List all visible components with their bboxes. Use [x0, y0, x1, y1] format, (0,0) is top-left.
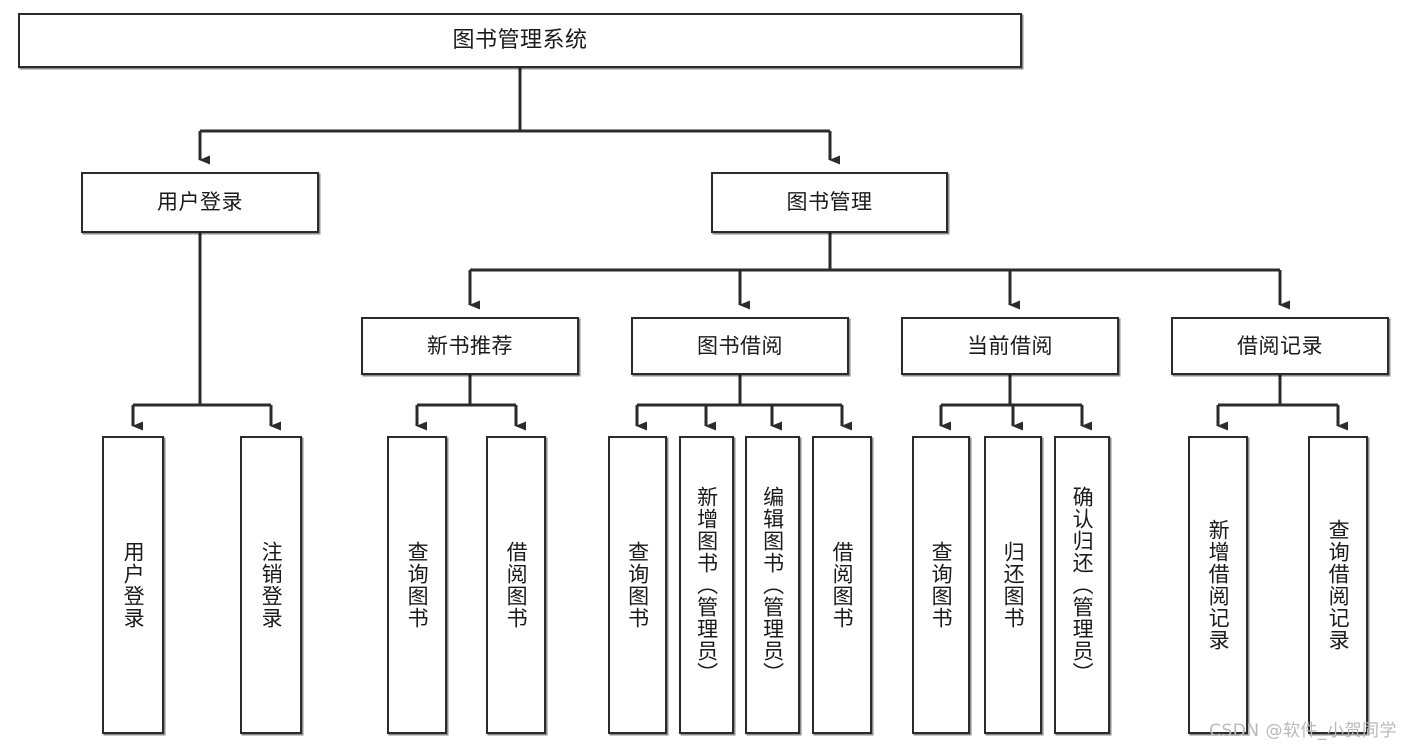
node-new-book-recommend[interactable]: 新书推荐 — [361, 317, 579, 375]
node-leaf-query-book-c[interactable]: 查询图书 — [912, 436, 970, 734]
node-leaf-query-record[interactable]: 查询借阅记录 — [1308, 436, 1368, 734]
node-leaf-query-book-a[interactable]: 查询图书 — [387, 436, 447, 734]
node-leaf-logout-login[interactable]: 注销登录 — [240, 436, 302, 734]
node-leaf-logout-login-label: 注销登录 — [259, 541, 284, 629]
node-leaf-borrow-book-a-label: 借阅图书 — [504, 541, 529, 629]
node-root[interactable]: 图书管理系统 — [18, 13, 1022, 68]
node-leaf-query-book-b[interactable]: 查询图书 — [608, 436, 667, 734]
node-book-manage[interactable]: 图书管理 — [711, 172, 948, 233]
node-user-login-label: 用户登录 — [157, 190, 243, 215]
node-borrow-record-label: 借阅记录 — [1237, 333, 1323, 358]
node-leaf-borrow-book-b-label: 借阅图书 — [830, 541, 855, 629]
node-leaf-add-record[interactable]: 新增借阅记录 — [1188, 436, 1248, 734]
node-current-borrow[interactable]: 当前借阅 — [901, 317, 1119, 375]
node-book-borrow-label: 图书借阅 — [697, 333, 783, 358]
node-leaf-return-book[interactable]: 归还图书 — [984, 436, 1042, 734]
node-leaf-query-book-a-label: 查询图书 — [405, 541, 430, 629]
node-leaf-query-book-b-label: 查询图书 — [625, 541, 650, 629]
node-leaf-query-book-c-label: 查询图书 — [929, 541, 954, 629]
node-leaf-return-book-label: 归还图书 — [1001, 541, 1026, 629]
node-leaf-confirm-return-label: 确认归还（管理员） — [1070, 486, 1095, 684]
node-leaf-edit-book[interactable]: 编辑图书（管理员） — [745, 436, 800, 734]
node-book-manage-label: 图书管理 — [786, 190, 873, 215]
node-root-label: 图书管理系统 — [452, 27, 588, 53]
node-leaf-add-book-label: 新增图书（管理员） — [694, 486, 719, 684]
node-leaf-confirm-return[interactable]: 确认归还（管理员） — [1054, 436, 1110, 734]
node-leaf-user-login[interactable]: 用户登录 — [102, 436, 164, 734]
node-leaf-query-record-label: 查询借阅记录 — [1326, 519, 1351, 651]
node-leaf-edit-book-label: 编辑图书（管理员） — [760, 486, 785, 684]
node-current-borrow-label: 当前借阅 — [967, 333, 1053, 358]
node-leaf-add-record-label: 新增借阅记录 — [1206, 519, 1231, 651]
node-borrow-record[interactable]: 借阅记录 — [1171, 317, 1389, 375]
node-leaf-user-login-label: 用户登录 — [121, 541, 146, 629]
node-leaf-add-book[interactable]: 新增图书（管理员） — [679, 436, 734, 734]
node-new-book-recommend-label: 新书推荐 — [427, 333, 513, 358]
node-book-borrow[interactable]: 图书借阅 — [631, 317, 849, 375]
node-user-login[interactable]: 用户登录 — [81, 172, 319, 233]
node-leaf-borrow-book-a[interactable]: 借阅图书 — [486, 436, 546, 734]
node-leaf-borrow-book-b[interactable]: 借阅图书 — [812, 436, 872, 734]
